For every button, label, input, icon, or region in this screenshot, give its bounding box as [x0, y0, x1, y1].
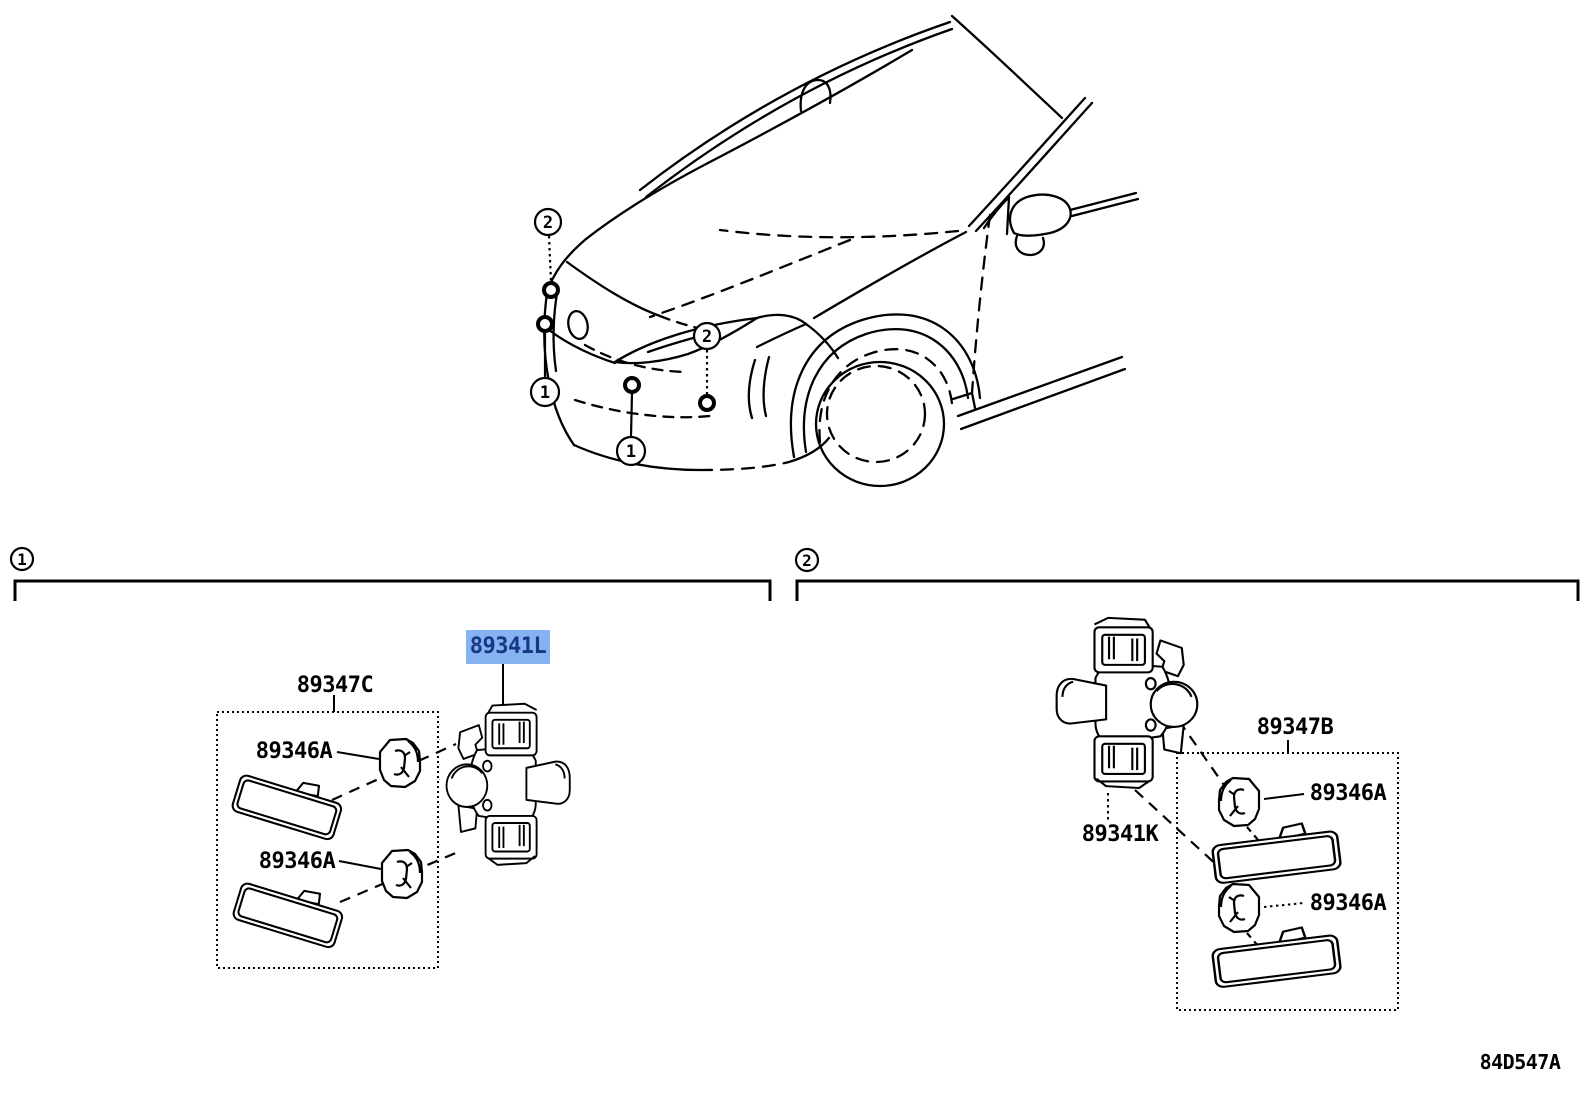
part-label-89346A-top-right[interactable]: 89346A	[1309, 781, 1387, 806]
side-mirror	[1008, 193, 1072, 237]
retainer-plate-2-right	[1209, 922, 1343, 989]
kit-box-89347C	[216, 711, 439, 969]
part-label-89346A-bottom-right[interactable]: 89346A	[1309, 891, 1387, 916]
callout-number: 2	[702, 327, 712, 347]
callout-number: 1	[540, 383, 550, 403]
retainer-plate-2-left	[230, 870, 349, 950]
part-label-89346A-top-left[interactable]: 89346A	[255, 739, 333, 764]
clip-1-left-drawing	[378, 737, 422, 789]
callout-number: 1	[626, 442, 636, 462]
section-1-bracket: 1	[9, 546, 772, 601]
retainer-plate-1-right	[1209, 818, 1343, 885]
section-2-number: 2	[802, 551, 812, 570]
part-label-89346A-bottom-left[interactable]: 89346A	[258, 849, 336, 874]
callout-number: 2	[543, 213, 553, 233]
clip-2-right-drawing	[1217, 882, 1261, 934]
car-callout-front-right-corner: 2	[692, 321, 722, 412]
grille-emblem	[567, 310, 589, 340]
label-connector-lines	[333, 664, 1305, 908]
sensor-location-marker	[623, 376, 641, 394]
section-2-bracket: 2	[794, 547, 1580, 601]
front-wheel	[814, 360, 946, 488]
car-drawing	[543, 14, 1140, 488]
wheel-arch	[789, 313, 982, 459]
sensor-location-marker	[698, 394, 716, 412]
clip-1-right-drawing	[1217, 776, 1261, 828]
part-label-89341K[interactable]: 89341K	[1081, 822, 1159, 847]
sensor-location-marker	[542, 281, 560, 299]
part-label-89347B[interactable]: 89347B	[1256, 715, 1334, 740]
car-callout-front-upper-corner: 2	[533, 207, 563, 299]
car-callout-front-center-left: 1	[529, 315, 561, 408]
antenna-fin	[799, 78, 832, 113]
part-label-89341L-selected[interactable]: 89341L	[466, 630, 550, 664]
part-label-89347C[interactable]: 89347C	[296, 673, 374, 698]
sensor-89341L-drawing	[445, 702, 571, 866]
clip-2-left-drawing	[380, 848, 424, 900]
sensor-location-marker	[536, 315, 554, 333]
section-1-number: 1	[17, 550, 27, 569]
headlight	[755, 313, 808, 326]
diagram-code: 84D547A	[1479, 1050, 1561, 1074]
retainer-plate-1-left	[229, 762, 348, 842]
car-callout-front-center-lower: 1	[615, 376, 647, 467]
